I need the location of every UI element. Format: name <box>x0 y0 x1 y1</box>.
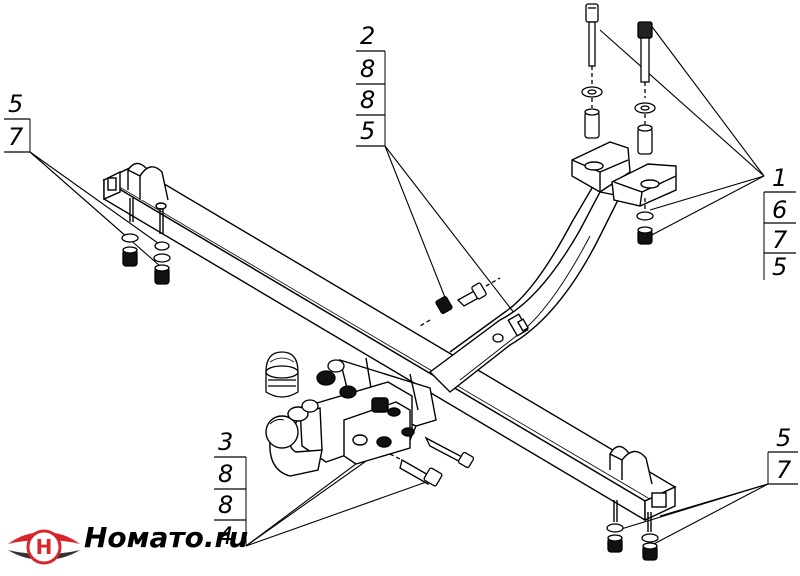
main-crossbar <box>102 165 677 522</box>
callout-right-1: 1 <box>772 164 787 192</box>
callout-center-top-4: 5 <box>360 117 375 145</box>
lower-bolts <box>389 436 475 487</box>
callout-bottom-left: 3 8 8 4 <box>214 428 247 550</box>
callout-bottom-right-1: 5 <box>776 424 791 452</box>
callout-right-2: 6 <box>772 196 787 224</box>
flange-nuts <box>636 198 654 245</box>
diagonal-side-arm <box>428 141 677 393</box>
callout-center-top: 2 8 8 5 <box>356 22 386 147</box>
callout-center-top-3: 8 <box>360 86 375 114</box>
callout-center-top-2: 8 <box>360 55 375 83</box>
hitch-mount-plate <box>299 381 415 465</box>
top-bolt-right <box>634 21 656 155</box>
center-bolt-group <box>419 277 504 343</box>
callout-bottom-left-3: 8 <box>218 491 233 519</box>
homato-logo-emblem: H <box>8 529 80 565</box>
callout-right: 1 6 7 5 <box>763 164 796 281</box>
left-mount-bracket <box>127 162 169 234</box>
ball-cap <box>265 351 299 398</box>
hitch-nuts <box>301 359 357 413</box>
callout-top-left-1: 5 <box>8 90 23 118</box>
callout-top-left-2: 7 <box>8 123 24 151</box>
homato-brand-text: Номато.ru <box>84 521 249 554</box>
callout-bottom-right: 5 7 <box>767 424 798 485</box>
left-end-nuts <box>121 233 171 285</box>
callout-top-left: 5 7 <box>4 90 31 153</box>
right-mount-bracket <box>609 445 653 532</box>
tow-ball <box>265 406 309 449</box>
svg-text:H: H <box>36 535 53 559</box>
callout-bottom-left-1: 3 <box>218 428 233 456</box>
callout-bottom-left-4: 4 <box>218 522 233 550</box>
top-bolt-left <box>581 3 603 139</box>
right-end-nuts <box>606 523 659 561</box>
callout-center-top-1: 2 <box>360 22 375 50</box>
callout-bottom-left-2: 8 <box>218 460 233 488</box>
callout-right-3: 7 <box>772 226 788 254</box>
callout-bottom-right-2: 7 <box>776 456 792 484</box>
leader-lines <box>29 23 769 547</box>
callout-right-4: 5 <box>772 253 787 281</box>
